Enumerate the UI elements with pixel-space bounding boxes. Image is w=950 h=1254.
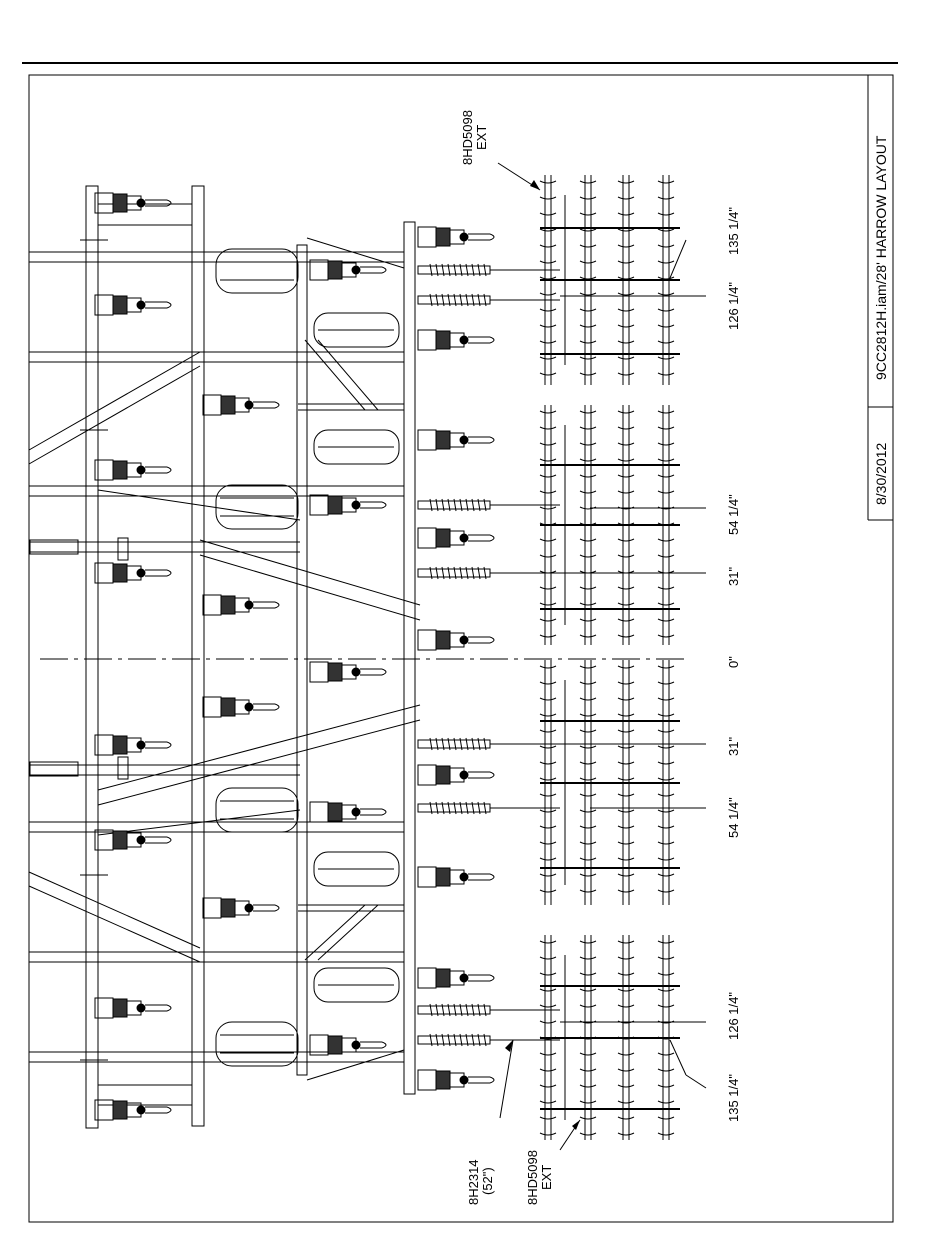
tire [216, 485, 298, 529]
dim-label: 126 1/4" [726, 282, 741, 330]
tire [216, 249, 298, 293]
dim-label: 31" [726, 737, 741, 756]
harrow-sections [540, 175, 680, 1140]
shank-assembly [95, 998, 171, 1018]
leader-arrows [505, 180, 580, 1130]
shank-assembly [310, 802, 386, 822]
drawing-border [29, 75, 893, 1222]
drawing-date: 8/30/2012 [873, 443, 889, 505]
drawing-name: 9CC2812H.iam/28' HARROW LAYOUT [873, 135, 889, 380]
callout-tube-part: 8H2314 [466, 1159, 481, 1205]
harrow-arm [418, 294, 560, 306]
callout-bottom-ext: EXT [539, 1165, 554, 1190]
shank-assembly [310, 662, 386, 682]
harrow-section [540, 175, 680, 385]
shank-assemblies [95, 193, 560, 1120]
tire [314, 430, 399, 464]
callout-tube-length: (52") [480, 1167, 495, 1195]
shank-assembly [310, 495, 386, 515]
tire [216, 788, 298, 832]
shank-assembly [418, 227, 494, 247]
harrow-arm [418, 499, 560, 511]
harrow-arm [418, 567, 560, 579]
dimension-lines [498, 163, 706, 1150]
shank-assembly [95, 830, 171, 850]
shank-assembly [95, 193, 171, 213]
shank-assembly [203, 898, 279, 918]
tire [216, 1022, 298, 1066]
shank-assembly [95, 1100, 171, 1120]
shank-assembly [203, 395, 279, 415]
shank-assembly [310, 260, 386, 280]
harrow-arm [418, 802, 560, 814]
frame [29, 186, 420, 1128]
dimension-labels: 135 1/4" 126 1/4" 54 1/4" 31" 0" 31" 54 … [726, 207, 741, 1122]
shank-assembly [418, 630, 494, 650]
harrow-section [540, 405, 680, 645]
shank-assembly [418, 1070, 494, 1090]
harrow-section [540, 660, 680, 905]
shank-assembly [95, 460, 171, 480]
harrow-arm [418, 1034, 560, 1046]
harrow-arm [418, 738, 560, 750]
shank-assembly [95, 563, 171, 583]
tire [314, 313, 399, 347]
shank-assembly [418, 968, 494, 988]
callout-top-ext: EXT [474, 125, 489, 150]
callout-bottom-part: 8HD5098 [525, 1150, 540, 1205]
shank-assembly [418, 430, 494, 450]
shank-assembly [418, 867, 494, 887]
dim-label: 126 1/4" [726, 992, 741, 1040]
title-block: 9CC2812H.iam/28' HARROW LAYOUT 8/30/2012 [868, 75, 893, 520]
shank-assembly [203, 595, 279, 615]
shank-assembly [418, 765, 494, 785]
shank-assembly [418, 528, 494, 548]
shank-assembly [95, 295, 171, 315]
dim-label: 135 1/4" [726, 1074, 741, 1122]
harrow-arm [418, 1004, 560, 1016]
shank-assembly [418, 330, 494, 350]
harrow-section [540, 935, 680, 1140]
tire [314, 968, 399, 1002]
shank-assembly [95, 735, 171, 755]
tire [314, 852, 399, 886]
callout-top-part: 8HD5098 [460, 110, 475, 165]
dim-label: 54 1/4" [726, 797, 741, 838]
dim-label: 0" [726, 656, 741, 668]
dim-label: 54 1/4" [726, 494, 741, 535]
dim-label: 31" [726, 567, 741, 586]
shank-assembly [203, 697, 279, 717]
harrow-arm [418, 264, 560, 276]
dim-label: 135 1/4" [726, 207, 741, 255]
